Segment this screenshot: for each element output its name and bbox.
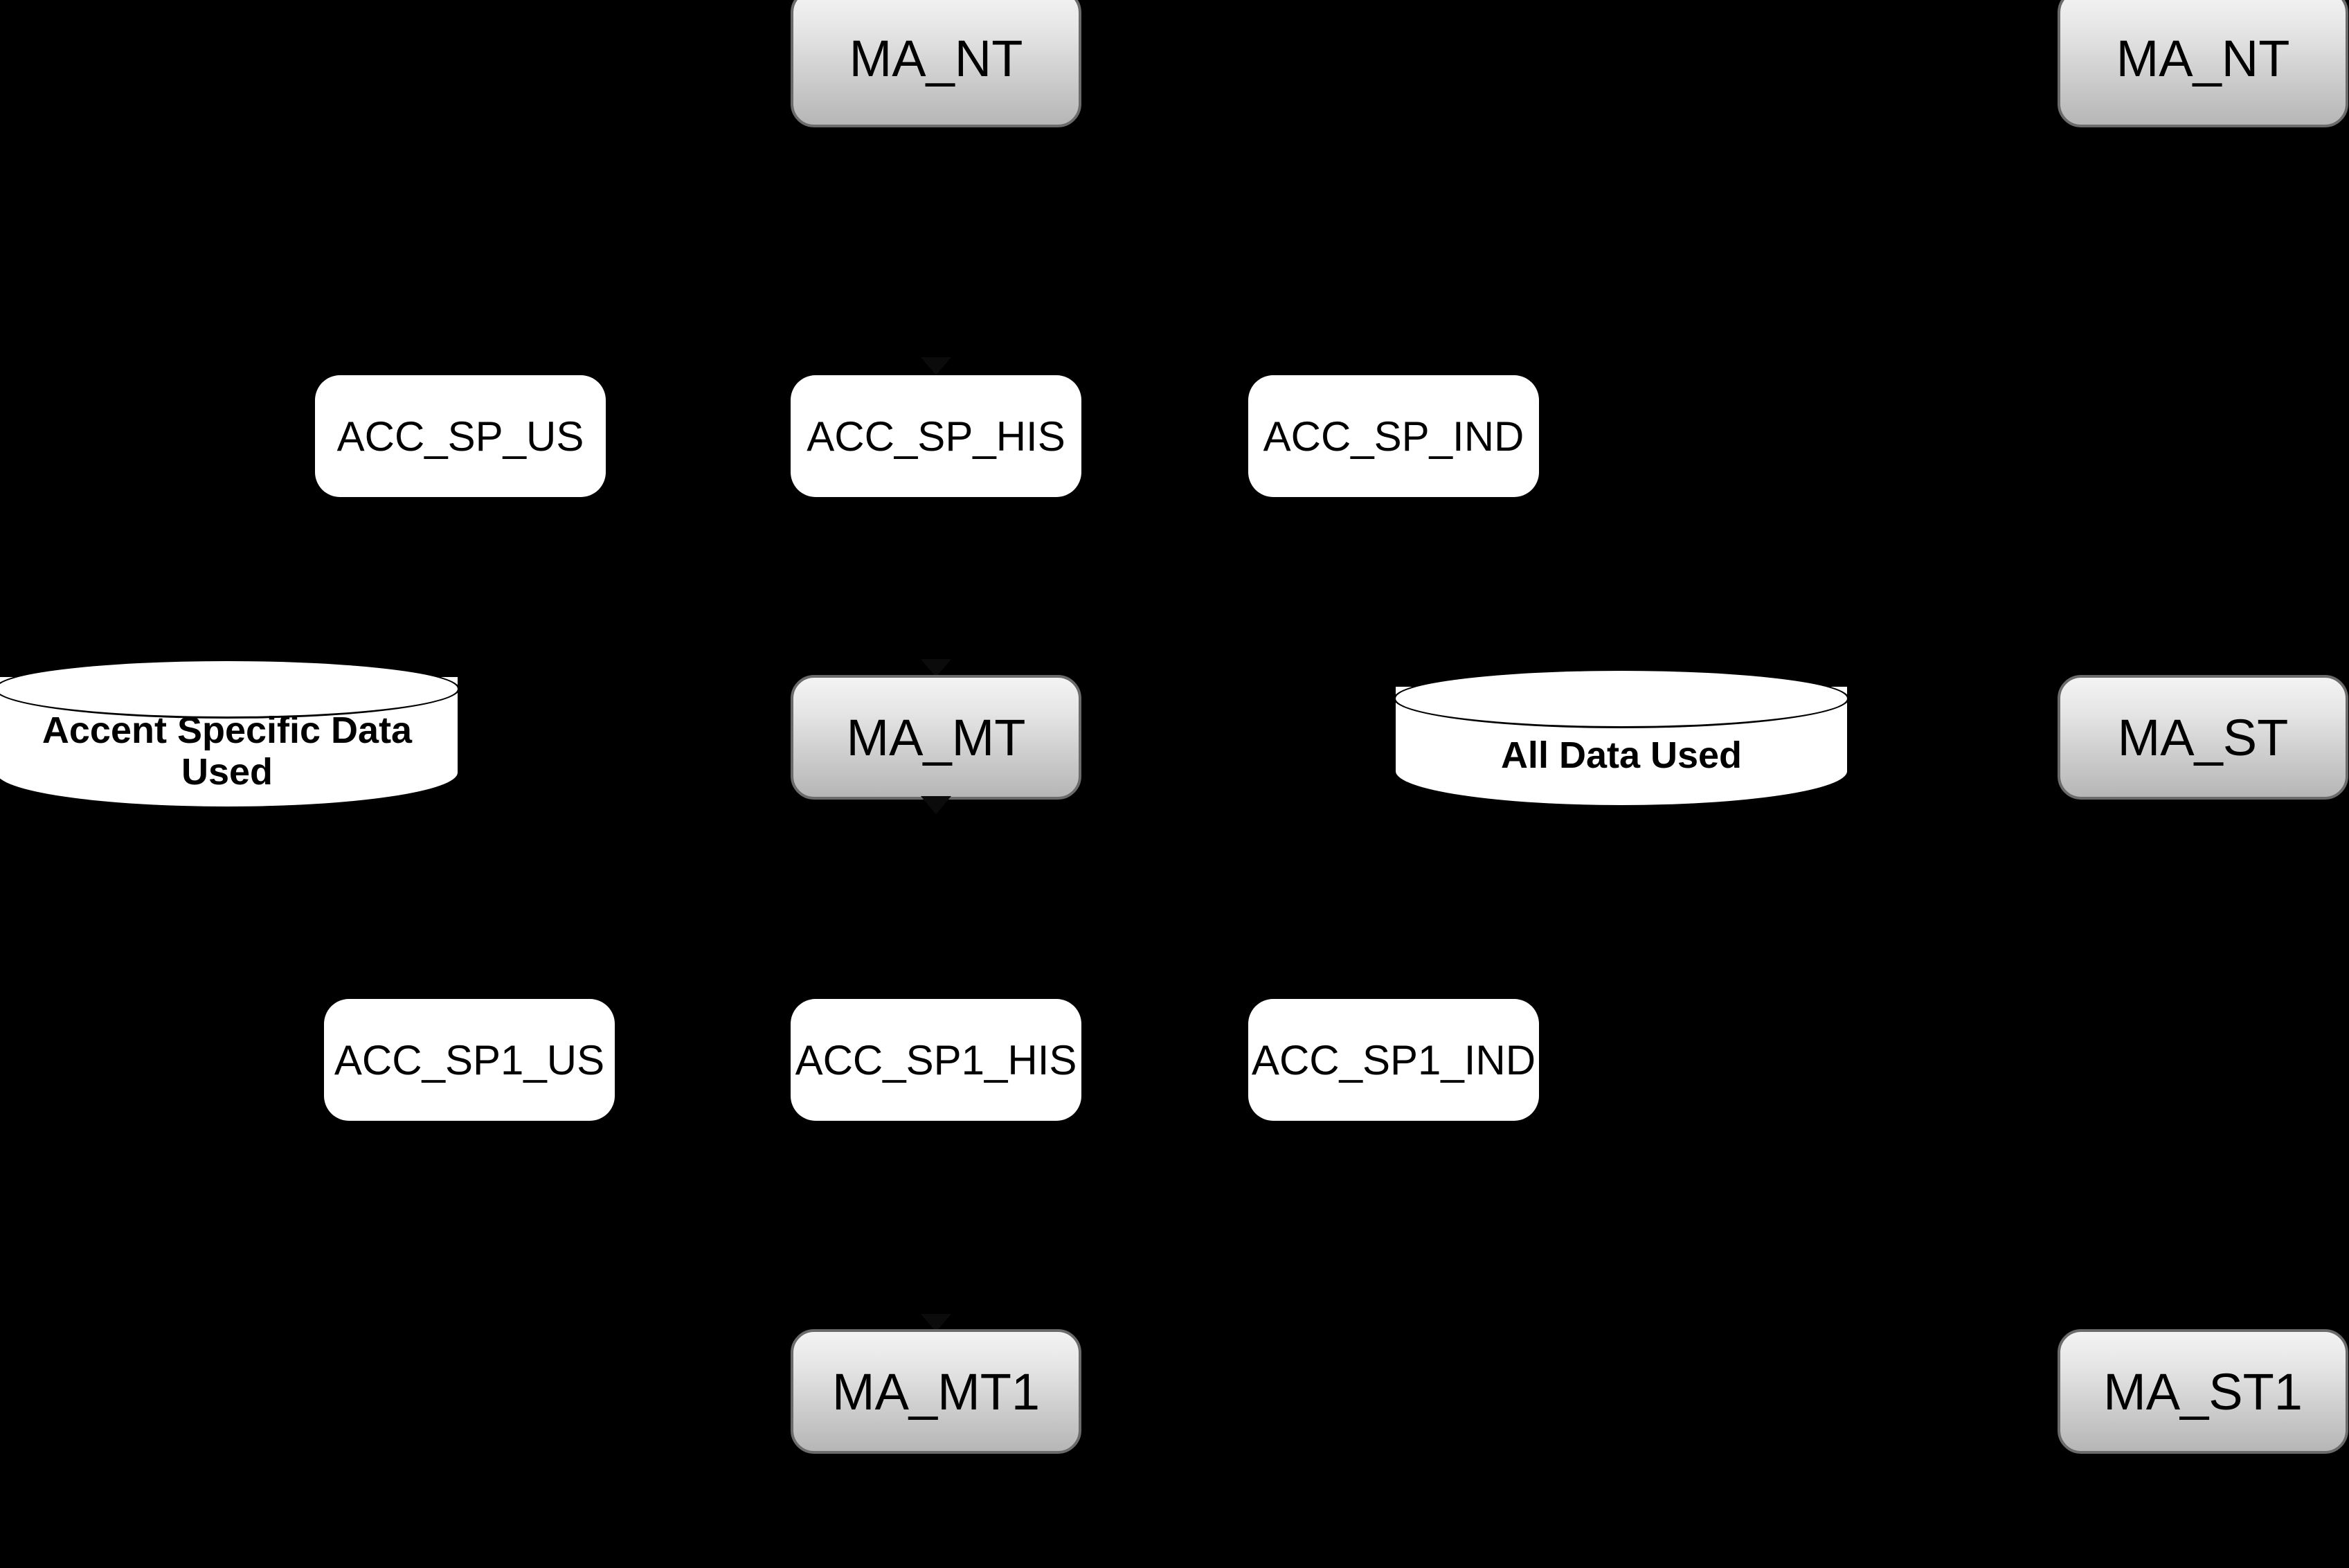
node-acc-sp1-his[interactable]: ACC_SP1_HIS bbox=[791, 999, 1081, 1121]
node-ma-st-label: MA_ST bbox=[2117, 708, 2289, 766]
cylinder-label-line2: Used bbox=[181, 751, 273, 793]
node-ma-mt-label: MA_MT bbox=[846, 708, 1026, 766]
node-acc-sp-us-label: ACC_SP_US bbox=[336, 413, 584, 460]
cylinder-label-line1: Accent Specific Data bbox=[42, 709, 413, 751]
arrowhead-into-ma-mt1 bbox=[921, 1314, 951, 1332]
cylinder-label: Accent Specific Data Used bbox=[0, 694, 460, 809]
node-acc-sp1-ind[interactable]: ACC_SP1_IND bbox=[1248, 999, 1539, 1121]
node-ma-mt1[interactable]: MA_MT1 bbox=[791, 1329, 1081, 1454]
node-acc-sp-us[interactable]: ACC_SP_US bbox=[315, 375, 606, 497]
node-ma-nt-right-label: MA_NT bbox=[2116, 29, 2290, 87]
node-acc-sp1-us[interactable]: ACC_SP1_US bbox=[324, 999, 615, 1121]
node-ma-st1[interactable]: MA_ST1 bbox=[2058, 1329, 2348, 1454]
node-ma-nt-right[interactable]: MA_NT bbox=[2058, 0, 2348, 127]
node-acc-sp1-us-label: ACC_SP1_US bbox=[334, 1036, 605, 1083]
cylinder-label: All Data Used bbox=[1394, 703, 1849, 807]
cylinder-label-text: All Data Used bbox=[1500, 734, 1743, 776]
cylinder-top-ellipse bbox=[0, 659, 460, 719]
arrowhead-into-ma-mt bbox=[921, 659, 951, 677]
arrowhead-ma-nt-to-acc-sp-his bbox=[921, 357, 951, 375]
node-acc-sp-ind[interactable]: ACC_SP_IND bbox=[1248, 375, 1539, 497]
node-ma-st[interactable]: MA_ST bbox=[2058, 675, 2348, 800]
cylinder-top-ellipse bbox=[1394, 669, 1849, 728]
node-ma-nt-center[interactable]: MA_NT bbox=[791, 0, 1081, 127]
node-acc-sp-his-label: ACC_SP_HIS bbox=[807, 413, 1065, 460]
node-acc-sp-his[interactable]: ACC_SP_HIS bbox=[791, 375, 1081, 497]
node-all-data-used[interactable]: All Data Used bbox=[1394, 669, 1849, 807]
node-ma-mt[interactable]: MA_MT bbox=[791, 675, 1081, 800]
node-ma-nt-center-label: MA_NT bbox=[849, 29, 1023, 87]
node-accent-specific-data-used[interactable]: Accent Specific Data Used bbox=[0, 659, 460, 809]
node-acc-sp1-his-label: ACC_SP1_HIS bbox=[795, 1036, 1077, 1083]
node-ma-mt1-label: MA_MT1 bbox=[831, 1362, 1041, 1421]
arrowhead-out-of-ma-mt bbox=[921, 796, 951, 814]
node-ma-st1-label: MA_ST1 bbox=[2103, 1362, 2303, 1421]
node-acc-sp-ind-label: ACC_SP_IND bbox=[1263, 413, 1524, 460]
node-acc-sp1-ind-label: ACC_SP1_IND bbox=[1251, 1036, 1536, 1083]
